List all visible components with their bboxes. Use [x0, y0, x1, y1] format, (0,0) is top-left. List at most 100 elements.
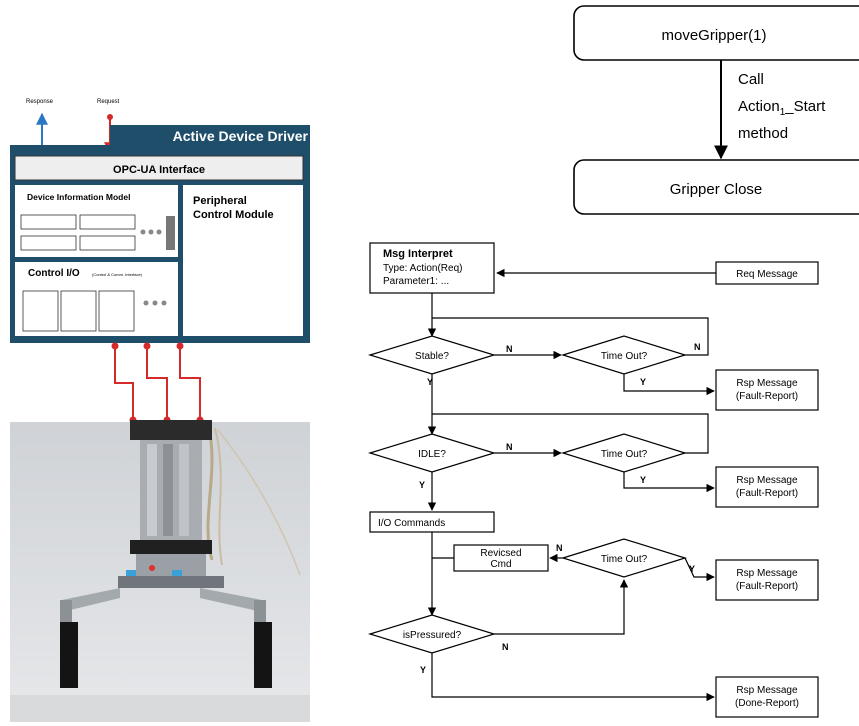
io-slot-3 — [98, 290, 135, 332]
driver-title-tab — [110, 125, 310, 145]
ellipsis-dot — [148, 229, 154, 235]
device-driver-block: Response Request Active Device Driver OP… — [10, 99, 310, 343]
right-arm-joint — [254, 600, 266, 626]
fault-report-label-3: (Fault-Report) — [736, 581, 798, 592]
ellipsis-dot — [143, 300, 149, 306]
timeout3-yes-arrow — [684, 557, 715, 582]
pressured-no-arrow — [494, 579, 629, 635]
info-slot-1 — [20, 214, 77, 230]
rsp-message-label-3: Rsp Message — [736, 568, 798, 579]
gripper-head — [136, 554, 206, 576]
movegripper-box — [573, 5, 859, 61]
rsp-message-label-4: Rsp Message — [736, 685, 798, 696]
red-wires — [114, 346, 201, 420]
wire-dot — [111, 342, 119, 350]
idle-label: IDLE? — [418, 449, 446, 460]
revised-label-1: Revicsed — [480, 548, 521, 559]
ellipsis-dot — [152, 300, 158, 306]
cable — [217, 429, 301, 576]
pressured-yes-arrow — [431, 653, 715, 702]
gripper-flange — [130, 540, 212, 554]
led — [149, 565, 155, 571]
gripper-close-box — [573, 159, 859, 215]
rsp-fault-box-3 — [715, 559, 819, 601]
opcua-label: OPC-UA Interface — [113, 164, 205, 176]
movegripper-label: moveGripper(1) — [661, 27, 766, 44]
n-label: N — [506, 344, 513, 354]
msg-interpret-title: Msg Interpret — [383, 248, 453, 260]
ispressured-label: isPressured? — [403, 630, 462, 641]
y-label: Y — [427, 377, 433, 387]
y-label: Y — [419, 480, 425, 490]
io-slot-2 — [60, 290, 97, 332]
driver-title: Active Device Driver — [173, 128, 309, 144]
ellipsis-dot — [140, 229, 146, 235]
timeout-diamond-2 — [560, 433, 688, 473]
rod — [147, 444, 157, 536]
info-scroll-bar — [166, 216, 175, 250]
flowchart-text: Msg Interpret Type: Action(Req) Paramete… — [378, 248, 799, 709]
timeout-label-1: Time Out? — [601, 351, 648, 362]
info-slot-4 — [79, 235, 136, 251]
left-arm-joint — [60, 600, 72, 626]
timeout2-loop — [432, 413, 709, 454]
n-label: N — [502, 642, 509, 652]
call-action-label: Action1_Start — [738, 98, 826, 118]
timeout-diamond-1 — [560, 335, 688, 375]
timeout-label-3: Time Out? — [601, 554, 648, 565]
mount-plate — [130, 420, 212, 440]
rod — [179, 444, 189, 536]
opcua-interface-bar — [14, 155, 304, 181]
cable — [214, 427, 223, 566]
io-commands-label: I/O Commands — [378, 518, 445, 529]
timeout2-yes-arrow — [623, 472, 715, 493]
peripheral-label-1: Peripheral — [193, 195, 247, 207]
peripheral-label-2: Control Module — [193, 209, 274, 221]
left-arm — [62, 588, 120, 612]
request-label: Request — [97, 99, 120, 105]
peripheral-control-box — [183, 185, 303, 336]
stable-label: Stable? — [415, 351, 449, 362]
io-slot-1 — [22, 290, 59, 332]
timeout-label-2: Time Out? — [601, 449, 648, 460]
done-report-label: (Done-Report) — [735, 698, 799, 709]
wire-3 — [179, 346, 201, 420]
rsp-message-label-1: Rsp Message — [736, 378, 798, 389]
n-label: N — [556, 543, 563, 553]
wire-dot — [176, 342, 184, 350]
photo-floor — [10, 695, 310, 722]
info-slot-2 — [79, 214, 136, 230]
timeout1-yes-arrow — [623, 374, 715, 396]
req-message-label: Req Message — [736, 269, 798, 280]
y-label: Y — [640, 377, 646, 387]
msg-interpret-box — [369, 242, 495, 294]
wire-1 — [114, 346, 134, 420]
device-info-model-label: Device Information Model — [27, 192, 130, 202]
rsp-fault-box-2 — [715, 466, 819, 508]
flowchart — [367, 242, 819, 718]
timeout1-loop — [432, 317, 709, 356]
fault-report-label-1: (Fault-Report) — [736, 391, 798, 402]
gripper-close-label: Gripper Close — [670, 181, 763, 198]
rod — [163, 444, 173, 536]
revised-label-2: Cmd — [490, 559, 511, 570]
request-dot — [107, 114, 113, 120]
control-io-label: Control I/O — [28, 268, 80, 279]
ellipsis-dot — [161, 300, 167, 306]
n-label: N — [694, 342, 701, 352]
control-io-sublabel: (Control & Comm. Interface) — [92, 272, 143, 277]
call-method-label: method — [738, 125, 788, 142]
gripper-rail — [118, 576, 224, 588]
response-label: Response — [26, 99, 54, 105]
n-label: N — [506, 442, 513, 452]
info-slot-3 — [20, 235, 77, 251]
left-finger — [60, 622, 78, 688]
call-label: Call — [738, 71, 764, 88]
right-arm — [200, 588, 262, 612]
rsp-fault-box-1 — [715, 369, 819, 411]
rsp-message-label-2: Rsp Message — [736, 475, 798, 486]
rsp-done-box — [715, 676, 819, 718]
ellipsis-dot — [156, 229, 162, 235]
y-label: Y — [640, 475, 646, 485]
